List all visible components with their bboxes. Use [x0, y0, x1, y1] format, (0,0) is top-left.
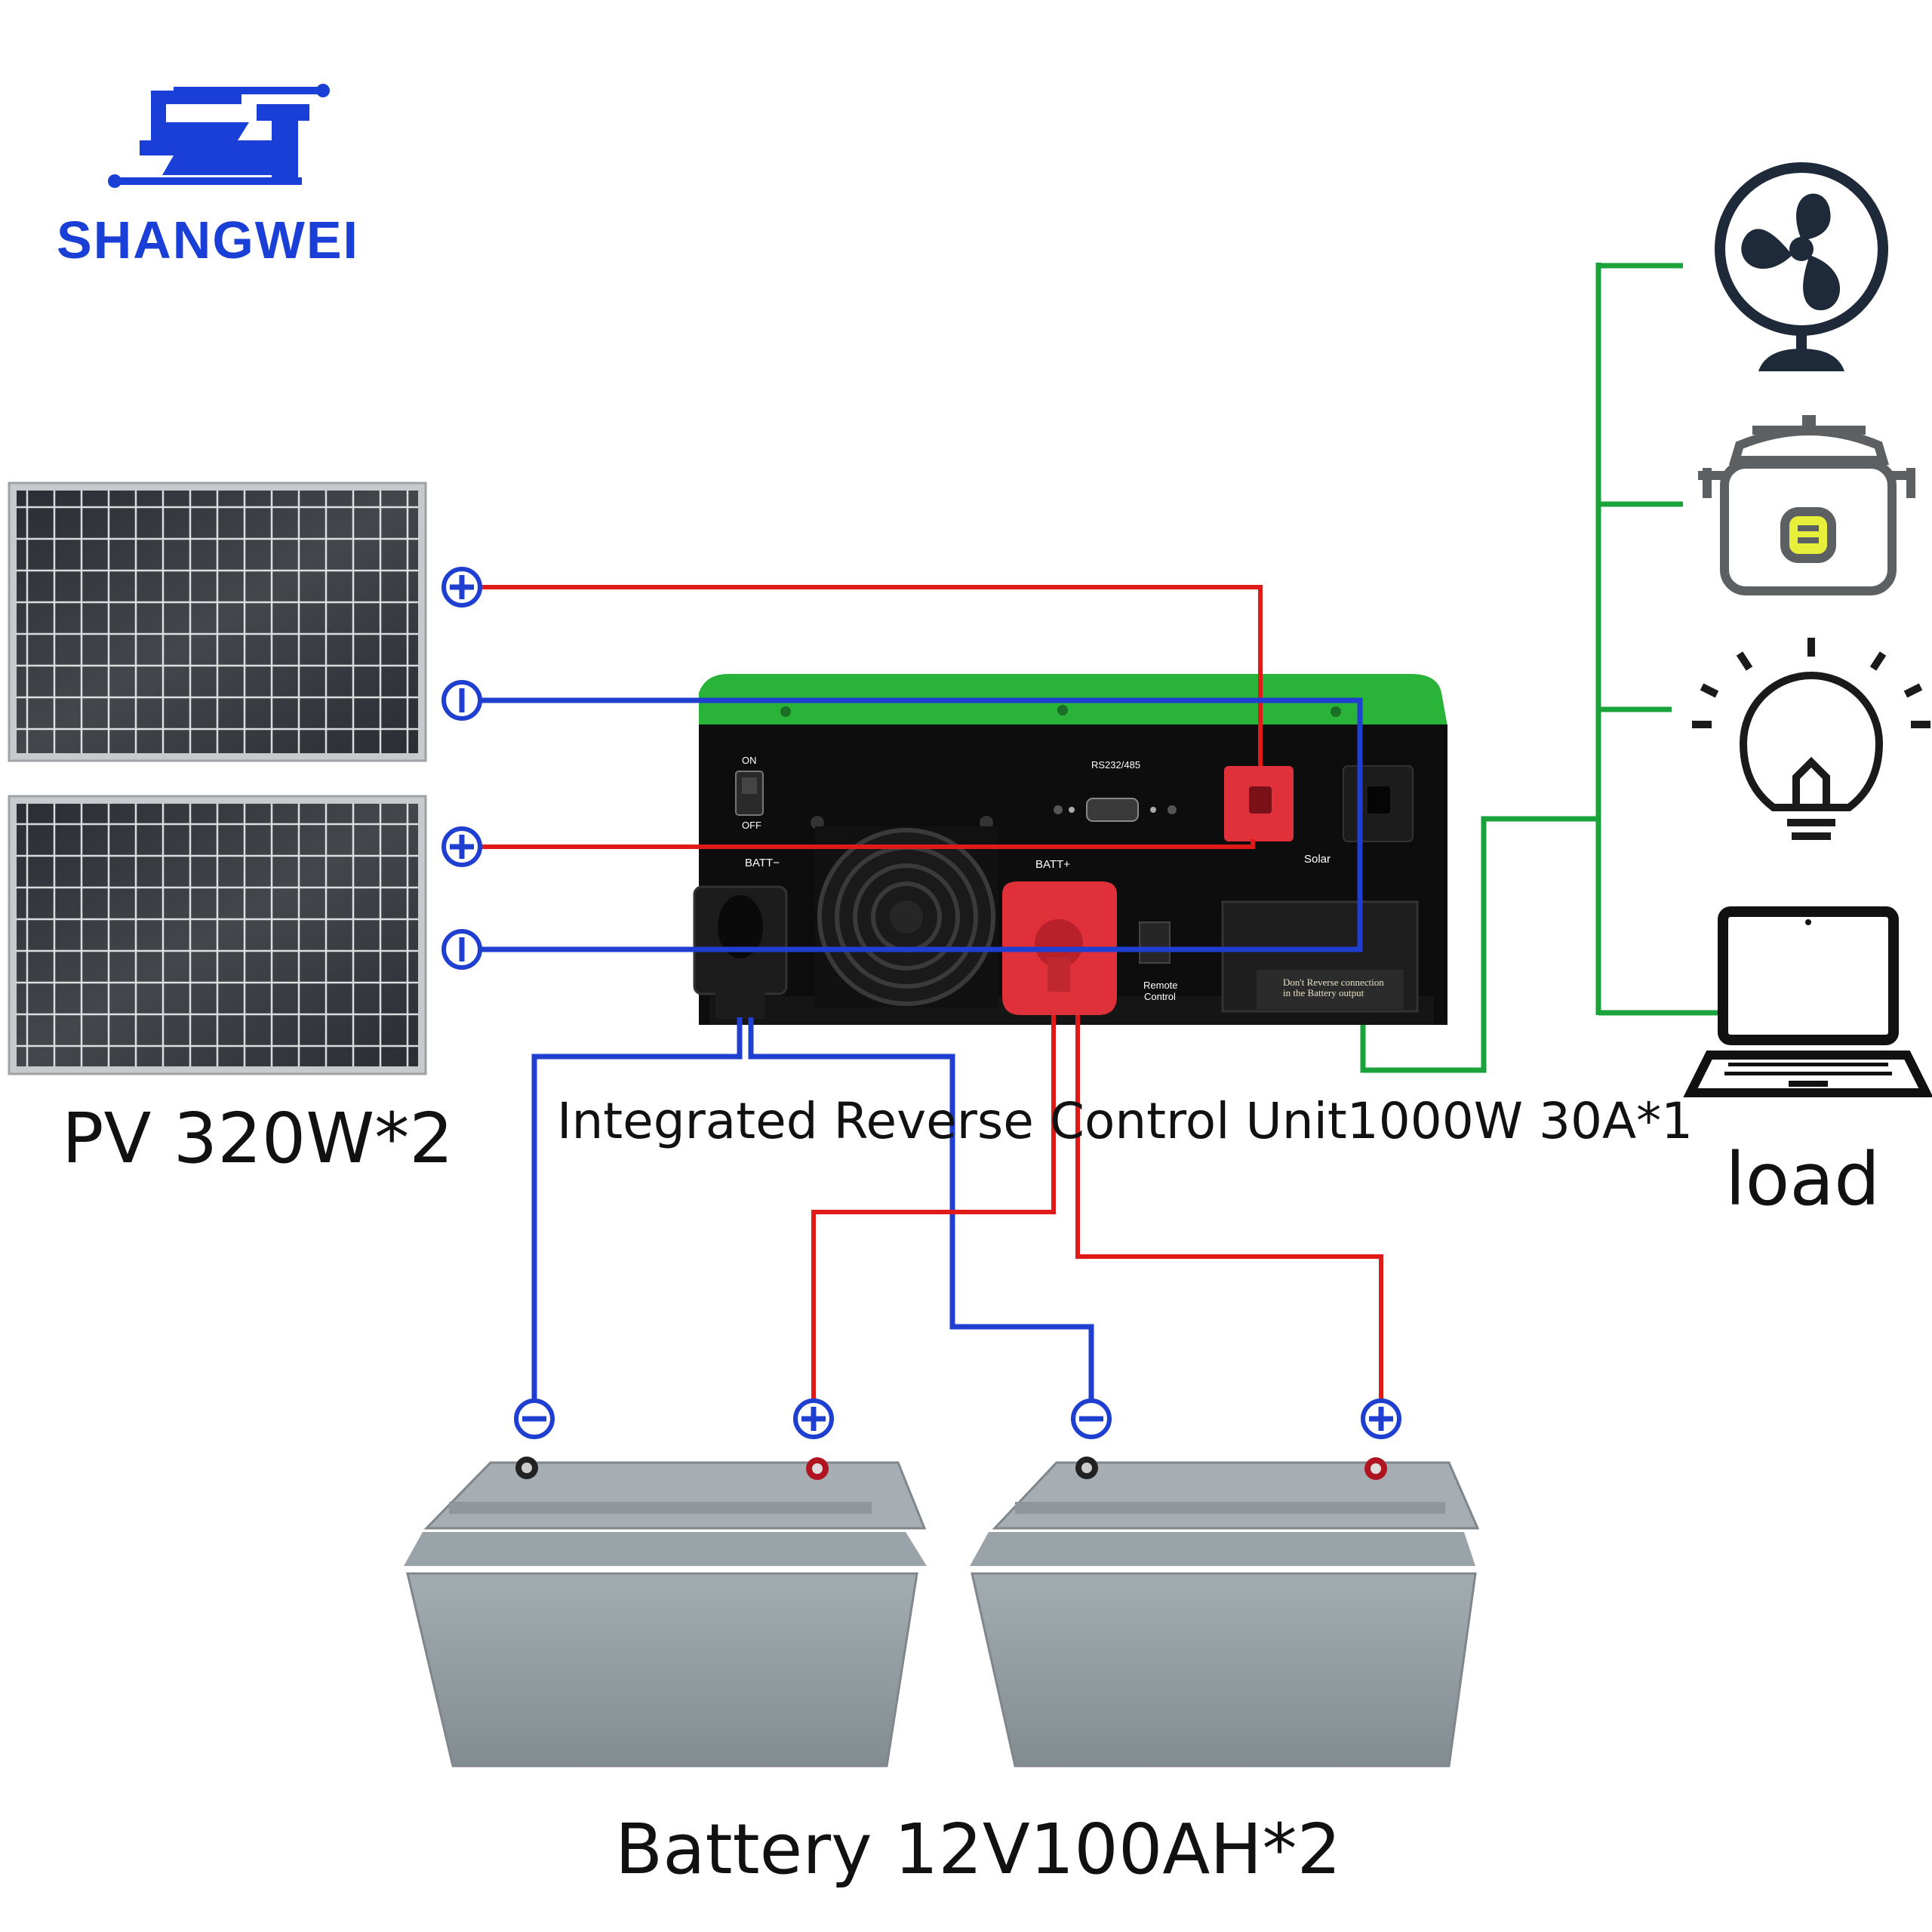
battery-negative-wires [531, 1017, 1094, 1411]
pv2-positive-badge [441, 826, 482, 867]
logo-mark-icon [108, 84, 330, 188]
batt-negative-terminal[interactable] [693, 885, 788, 1019]
pv-negative-wires [462, 697, 1363, 952]
warning-note-line2: in the Battery output [1283, 987, 1364, 998]
fan-icon [1715, 162, 1888, 371]
battery2-negative-badge [1071, 1398, 1112, 1439]
rs232-port[interactable] [1086, 798, 1139, 822]
pv-label: PV 320W*2 [62, 1098, 454, 1179]
battery-positive-wires [811, 1015, 1383, 1411]
switch-on-label: ON [742, 755, 757, 766]
rice-cooker-icon [1698, 415, 1915, 595]
remote-label-line1: Remote [1143, 980, 1178, 991]
switch-off-label: OFF [742, 820, 761, 831]
pv-positive-wires [462, 585, 1263, 849]
unit-label: Integrated Reverse Control Unit1000W 30A… [557, 1092, 1693, 1150]
batt-pos-label: BATT+ [1035, 858, 1070, 871]
remote-control-port[interactable] [1139, 921, 1171, 964]
solar-positive-terminal[interactable] [1224, 766, 1294, 841]
battery-1 [404, 1457, 927, 1767]
solar-label: Solar [1304, 853, 1331, 866]
pv2-negative-badge [441, 929, 482, 970]
battery2-positive-badge [1361, 1398, 1401, 1439]
cooling-fan [815, 826, 998, 1008]
battery-label: Battery 12V100AH*2 [615, 1809, 1341, 1890]
solar-panel-top [8, 481, 427, 762]
solar-negative-terminal[interactable] [1343, 765, 1414, 842]
pv1-negative-badge [441, 680, 482, 721]
battery1-negative-badge [514, 1398, 555, 1439]
battery1-positive-badge [793, 1398, 834, 1439]
inverter-unit: ON OFF RS232/485 BATT− BATT+ [693, 674, 1447, 1025]
load-wires [1360, 263, 1719, 1073]
load-label: load [1725, 1137, 1880, 1222]
solar-panel-bottom [8, 795, 427, 1075]
warning-note-line1: Don't Reverse connection [1283, 977, 1384, 988]
remote-label-line2: Control [1144, 991, 1176, 1002]
battery-2 [970, 1457, 1480, 1767]
batt-neg-label: BATT− [745, 857, 780, 869]
rs232-label: RS232/485 [1091, 759, 1140, 771]
pv1-positive-badge [441, 567, 482, 608]
brand-logo: SHANGWEI [57, 84, 359, 269]
brand-name: SHANGWEI [57, 211, 359, 269]
laptop-icon [1683, 906, 1932, 1097]
light-bulb-icon [1692, 638, 1930, 840]
